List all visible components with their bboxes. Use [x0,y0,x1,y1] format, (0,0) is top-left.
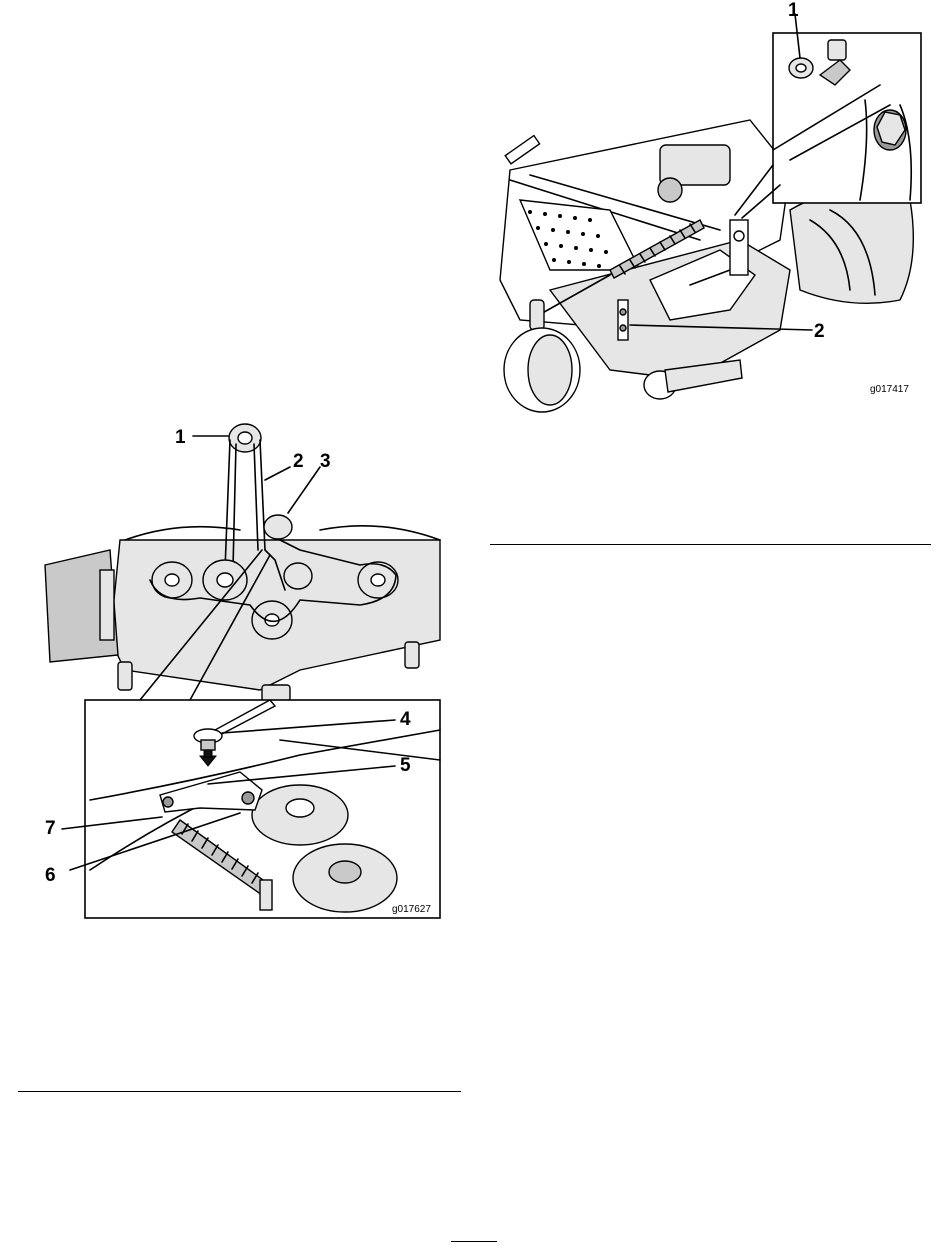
section-divider-right [490,544,931,545]
callout-1: 1 [175,427,186,448]
callout-2: 2 [293,451,304,472]
graphic-id-left: g017627 [392,904,431,915]
bolt-detail-inset [773,33,921,203]
section-divider-left [18,1091,461,1092]
callout-5: 5 [400,755,411,776]
figure-belt-idler: 1 2 3 4 5 7 6 g017627 [0,400,470,930]
callout-4: 4 [400,709,411,730]
callout-3: 3 [320,451,331,472]
page-number-rule [451,1241,497,1242]
callout-2: 2 [814,321,825,342]
callout-1: 1 [788,0,799,21]
figure-deck-lift: 1 2 g017417 [490,0,935,420]
callout-6: 6 [45,865,56,886]
graphic-id-right: g017417 [870,384,909,395]
idler-detail [85,700,440,918]
mower-deck [45,526,440,701]
rear-tire [790,192,913,303]
callout-7: 7 [45,818,56,839]
